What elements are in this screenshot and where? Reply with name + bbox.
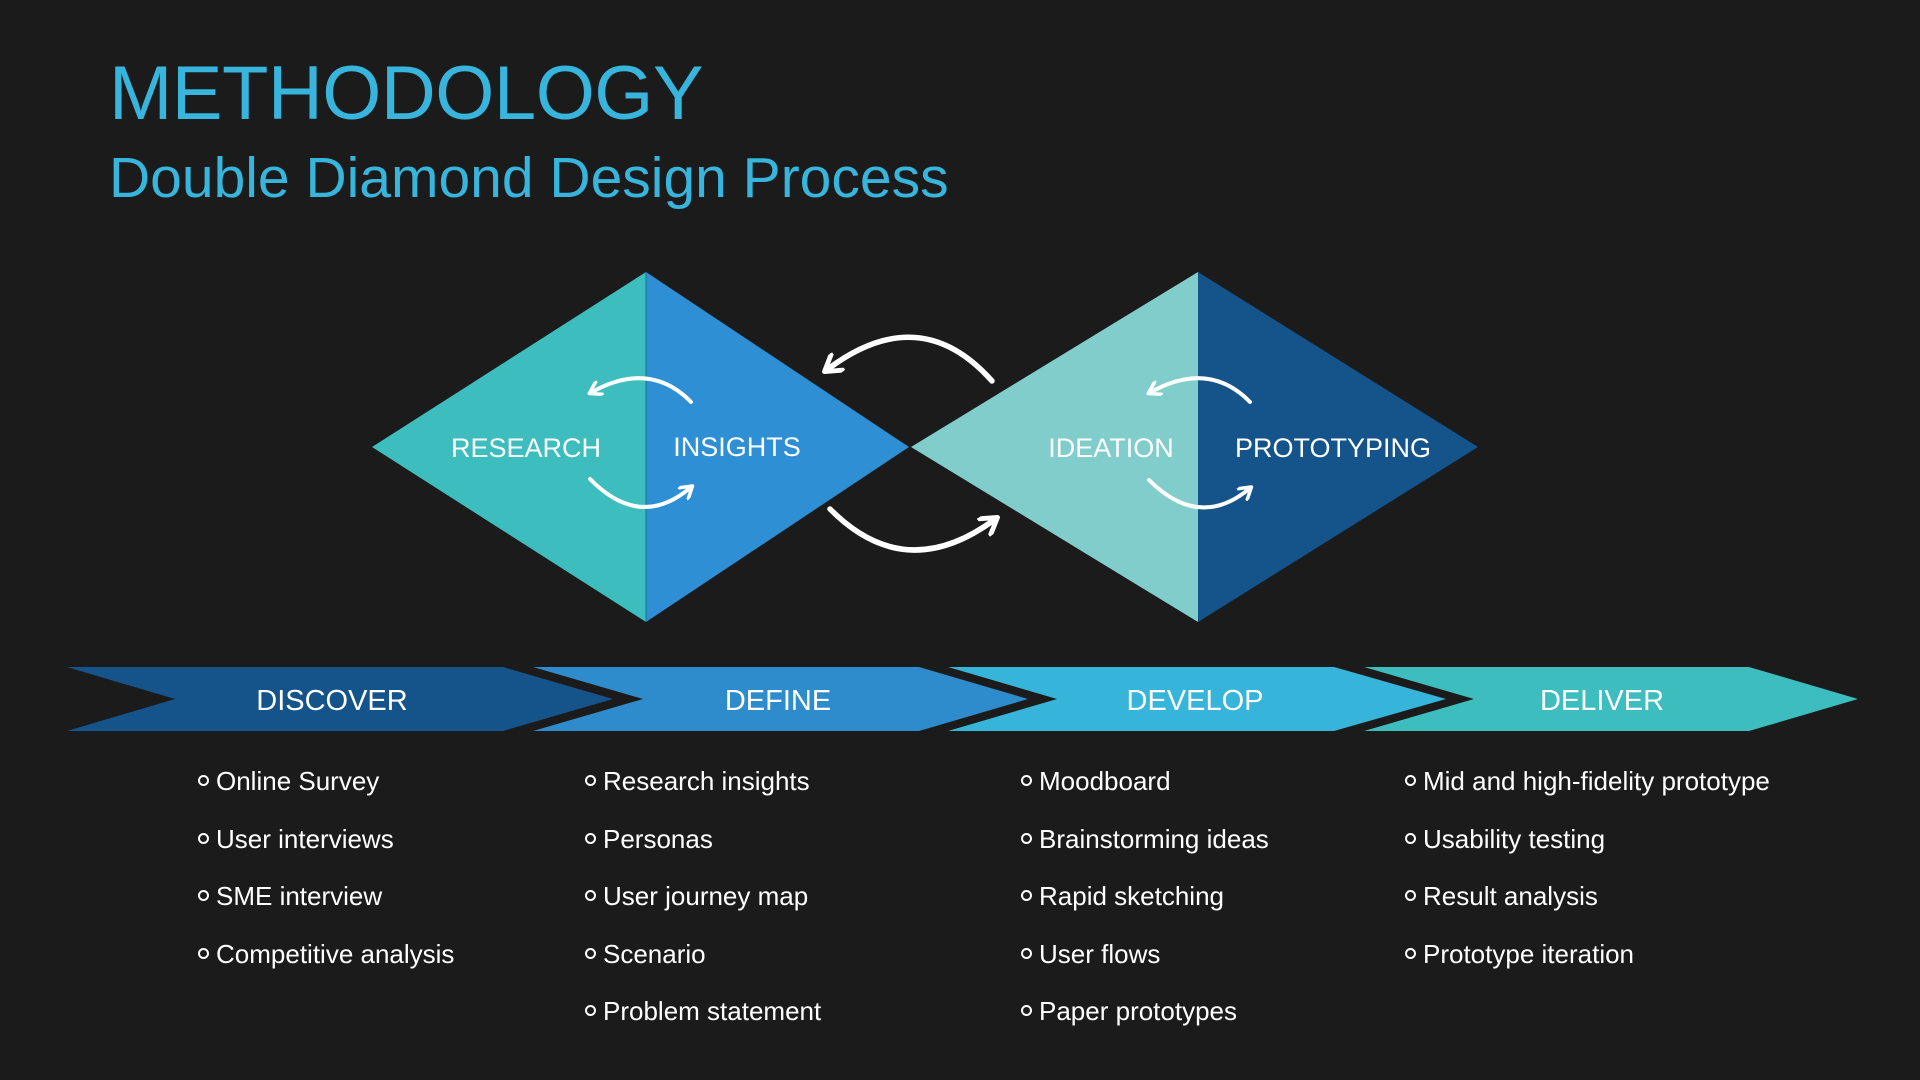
curved-arrow-forward-icon xyxy=(827,506,994,553)
list-item: SME interview xyxy=(198,877,454,935)
bullet-circle-icon xyxy=(1021,1005,1032,1016)
bullet-circle-icon xyxy=(198,947,209,959)
bullet-circle-icon xyxy=(585,890,596,901)
bullet-circle-icon xyxy=(585,1005,596,1016)
phase-list-discover: Online Survey User interviews SME interv… xyxy=(198,762,454,992)
list-item-text: Brainstorming ideas xyxy=(1039,823,1269,854)
cycle-arrow-right-icon xyxy=(588,477,690,509)
bullet-circle-icon xyxy=(1021,947,1032,959)
list-item-text: Moodboard xyxy=(1039,766,1171,796)
list-item: Research insights xyxy=(585,762,821,820)
list-item-text: Online Survey xyxy=(216,766,380,796)
list-item: Problem statement xyxy=(585,992,821,1050)
list-item-text: Paper prototypes xyxy=(1039,996,1238,1026)
bullet-circle-icon xyxy=(1405,775,1416,786)
diamond-half-ideation xyxy=(911,272,1198,622)
bullet-circle-icon xyxy=(198,775,209,786)
phase-label-develop: DEVELOP xyxy=(1127,685,1264,717)
bullet-circle-icon xyxy=(1405,832,1416,844)
list-item-text: User flows xyxy=(1039,938,1161,969)
list-item-text: User interviews xyxy=(216,823,394,854)
phase-chevron-discover: DISCOVER xyxy=(67,667,613,731)
phase-chevron-develop: DEVELOP xyxy=(948,667,1446,731)
phase-chevron-define: DEFINE xyxy=(533,667,1028,731)
list-item: Mid and high-fidelity prototype xyxy=(1405,762,1770,820)
bullet-circle-icon xyxy=(585,775,596,786)
page-title: METHODOLOGY xyxy=(109,51,704,136)
list-item: Online Survey xyxy=(198,762,454,820)
bullet-circle-icon xyxy=(1021,775,1032,786)
list-item: Competitive analysis xyxy=(198,935,454,993)
list-item: Usability testing xyxy=(1405,820,1770,878)
list-item: Moodboard xyxy=(1021,762,1269,820)
diamond-label-research: RESEARCH xyxy=(451,433,601,463)
list-item-text: Research insights xyxy=(603,766,810,796)
list-item-text: Result analysis xyxy=(1423,881,1598,911)
bullet-circle-icon xyxy=(1021,832,1032,844)
diamond-half-prototyping xyxy=(1198,272,1478,622)
bullet-circle-icon xyxy=(1021,890,1032,901)
diamond-label-prototyping: PROTOTYPING xyxy=(1235,433,1431,463)
phase-list-develop: Moodboard Brainstorming ideas Rapid sket… xyxy=(1021,762,1269,1050)
phase-label-discover: DISCOVER xyxy=(256,685,407,717)
list-item: Prototype iteration xyxy=(1405,935,1770,993)
curved-arrow-back-icon xyxy=(828,334,995,384)
list-item-text: Mid and high-fidelity prototype xyxy=(1423,766,1770,796)
list-item: Paper prototypes xyxy=(1021,992,1269,1050)
list-item-text: Competitive analysis xyxy=(216,938,455,969)
list-item-text: User journey map xyxy=(603,881,809,911)
bullet-circle-icon xyxy=(1405,947,1416,959)
list-item: Personas xyxy=(585,820,821,878)
list-item: Result analysis xyxy=(1405,877,1770,935)
phase-list-define: Research insights Personas User journey … xyxy=(585,762,821,1050)
list-item-text: Scenario xyxy=(603,938,706,969)
list-item: User interviews xyxy=(198,820,454,878)
list-item-text: Problem statement xyxy=(603,996,822,1026)
list-item-text: Prototype iteration xyxy=(1423,938,1635,969)
phase-chevron-deliver: DELIVER xyxy=(1364,667,1858,731)
list-item-text: Usability testing xyxy=(1423,823,1606,854)
diamond-label-insights: INSIGHTS xyxy=(673,432,801,462)
phase-list-deliver: Mid and high-fidelity prototype Usabilit… xyxy=(1405,762,1770,992)
diamond-discover-define: RESEARCH INSIGHTS xyxy=(372,272,909,622)
list-item: User journey map xyxy=(585,877,821,935)
cycle-arrow-right-icon xyxy=(1147,478,1249,510)
cycle-arrow-left-icon xyxy=(1151,376,1252,404)
cycle-arrow-left-icon xyxy=(592,376,693,404)
bullet-circle-icon xyxy=(585,832,596,844)
phase-label-define: DEFINE xyxy=(725,685,831,717)
list-item-text: Rapid sketching xyxy=(1039,881,1224,911)
diamond-label-ideation: IDEATION xyxy=(1048,433,1174,463)
list-item-text: SME interview xyxy=(216,881,383,911)
list-item-text: Personas xyxy=(603,823,713,854)
diamond-half-insights xyxy=(646,272,909,622)
page-subtitle: Double Diamond Design Process xyxy=(109,146,949,210)
list-item: Scenario xyxy=(585,935,821,993)
diamond-half-research xyxy=(372,272,646,622)
list-item: Brainstorming ideas xyxy=(1021,820,1269,878)
list-item: User flows xyxy=(1021,935,1269,993)
bullet-circle-icon xyxy=(1405,890,1416,901)
list-item: Rapid sketching xyxy=(1021,877,1269,935)
bullet-circle-icon xyxy=(198,890,209,901)
bullet-circle-icon xyxy=(585,947,596,959)
diamond-develop-deliver: IDEATION PROTOTYPING xyxy=(911,272,1478,622)
bullet-circle-icon xyxy=(198,832,209,844)
phase-label-deliver: DELIVER xyxy=(1540,685,1664,717)
